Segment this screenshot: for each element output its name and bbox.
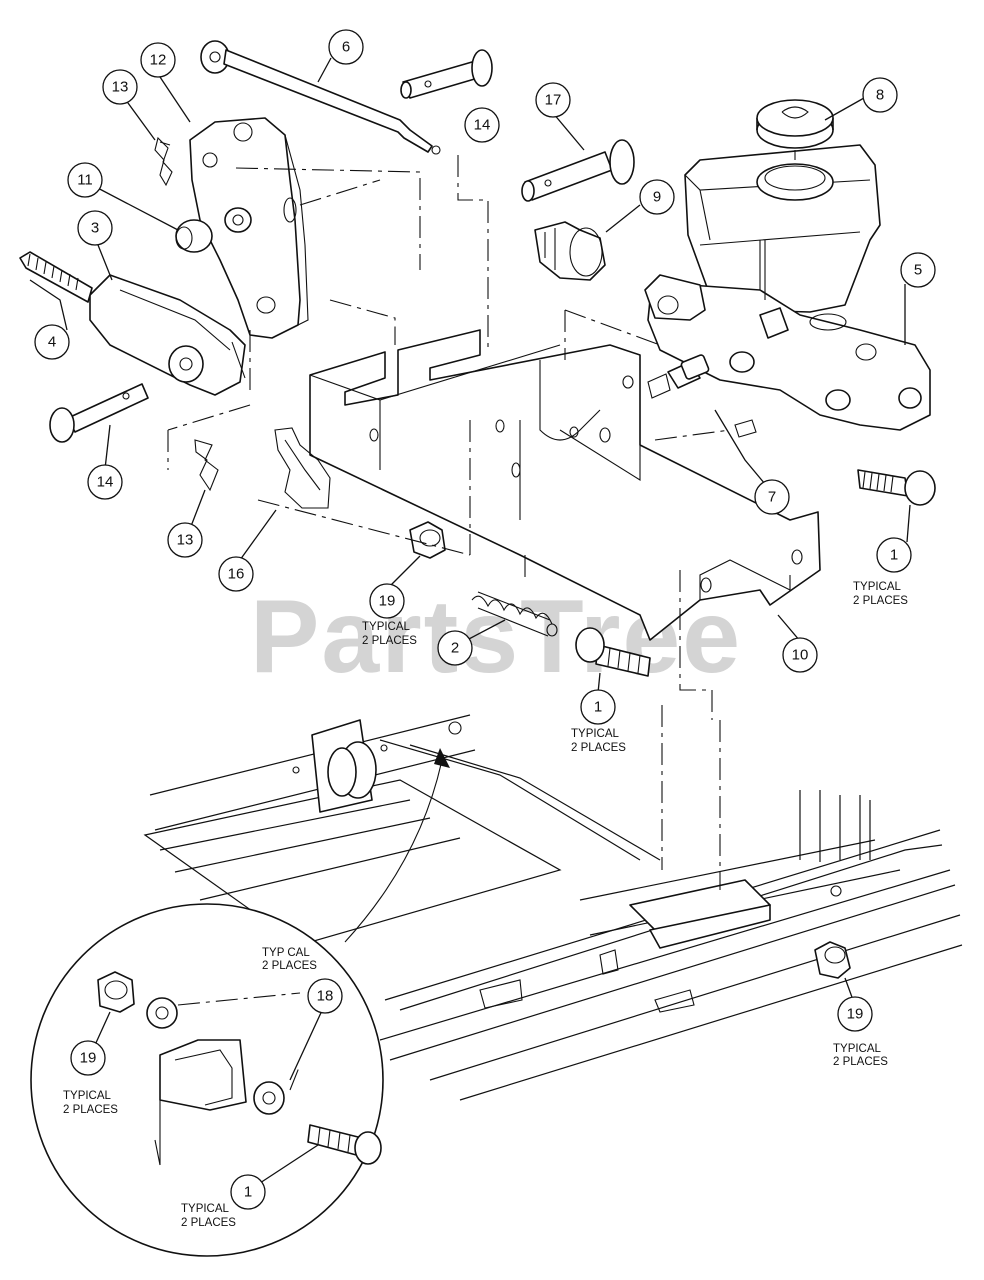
note-1-middle-line1: TYPICAL	[571, 728, 620, 740]
callout-10: 10	[782, 637, 818, 673]
callout-19-left: 19	[369, 583, 405, 619]
svg-text:18: 18	[317, 988, 334, 1005]
reservoir-cap	[756, 99, 834, 160]
cable-clevis	[19, 251, 246, 396]
svg-text:14: 14	[97, 474, 114, 491]
svg-text:19: 19	[847, 1006, 864, 1023]
svg-text:8: 8	[876, 87, 884, 104]
nut-19-left	[409, 521, 446, 559]
callout-14-top: 14	[464, 107, 500, 143]
svg-text:1: 1	[890, 547, 898, 564]
master-cylinder	[644, 144, 931, 431]
svg-text:11: 11	[77, 172, 93, 189]
svg-text:13: 13	[177, 532, 194, 549]
note-18-detail-line2: 2 PLACES	[262, 960, 317, 972]
note-19-detail-line2: 2 PLACES	[63, 1104, 118, 1116]
spring	[471, 591, 558, 637]
svg-text:1: 1	[244, 1184, 252, 1201]
svg-text:17: 17	[545, 92, 562, 109]
svg-text:16: 16	[228, 566, 245, 583]
bolt-1-right	[857, 469, 936, 506]
bushing	[175, 219, 213, 253]
callout-3: 3	[77, 210, 113, 246]
callout-11: 11	[67, 162, 103, 198]
note-18-detail-line1: TYP CAL	[262, 947, 310, 959]
svg-text:3: 3	[91, 220, 99, 237]
assembly-guide-lines	[159, 155, 731, 1009]
svg-text:7: 7	[768, 489, 776, 506]
note-19-left-line2: 2 PLACES	[362, 635, 417, 647]
svg-text:4: 4	[48, 334, 56, 351]
callout-2: 2	[437, 630, 473, 666]
bolt-1-middle	[575, 627, 651, 677]
note-1-right-line2: 2 PLACES	[853, 595, 908, 607]
svg-text:5: 5	[914, 262, 922, 279]
callout-14-bottom: 14	[87, 464, 123, 500]
callout-6: 6	[328, 29, 364, 65]
callout-4: 4	[34, 324, 70, 360]
callout-5: 5	[900, 252, 936, 288]
mounting-bracket	[309, 329, 821, 641]
callout-19-right: 19	[837, 996, 873, 1032]
svg-text:12: 12	[150, 52, 167, 69]
clevis-pin-14-top	[400, 49, 493, 99]
svg-text:10: 10	[792, 647, 809, 664]
callout-19-detail: 19	[70, 1040, 106, 1076]
svg-text:9: 9	[653, 189, 661, 206]
callout-13-top: 13	[102, 69, 138, 105]
svg-text:13: 13	[112, 79, 129, 96]
svg-text:19: 19	[379, 593, 396, 610]
detail-arrow	[344, 748, 450, 943]
callout-12: 12	[140, 42, 176, 78]
note-1-detail-line1: TYPICAL	[181, 1203, 230, 1215]
note-19-right-line1: TYPICAL	[833, 1043, 882, 1055]
callout-1-right: 1	[876, 537, 912, 573]
callout-18: 18	[307, 978, 343, 1014]
chassis-frame	[143, 714, 963, 1101]
callout-16: 16	[218, 556, 254, 592]
note-1-detail-line2: 2 PLACES	[181, 1217, 236, 1229]
note-1-middle-line2: 2 PLACES	[571, 742, 626, 754]
brake-light-switch	[647, 354, 757, 438]
callout-7: 7	[754, 479, 790, 515]
clevis-pin-14-bottom	[49, 383, 149, 443]
callout-1-middle: 1	[580, 689, 616, 725]
pushrod	[200, 40, 441, 155]
callout-8: 8	[862, 77, 898, 113]
detail-view-circle	[30, 903, 384, 1257]
clevis-pin-17	[521, 139, 635, 202]
note-19-right-line2: 2 PLACES	[833, 1056, 888, 1068]
note-19-left-line1: TYPICAL	[362, 621, 411, 633]
callout-17: 17	[535, 82, 571, 118]
callout-13-bottom: 13	[167, 522, 203, 558]
svg-text:6: 6	[342, 39, 350, 56]
note-19-detail-line1: TYPICAL	[63, 1090, 112, 1102]
callout-1-detail: 1	[230, 1174, 266, 1210]
callout-9: 9	[639, 179, 675, 215]
pedal-pivot-bracket	[292, 719, 388, 813]
pushrod-boot	[534, 221, 606, 281]
svg-text:1: 1	[594, 699, 602, 716]
svg-text:19: 19	[80, 1050, 97, 1067]
note-1-right-line1: TYPICAL	[853, 581, 902, 593]
svg-text:2: 2	[451, 640, 459, 657]
svg-text:14: 14	[474, 117, 491, 134]
hairpin-clips	[154, 136, 331, 509]
nut-19-right	[814, 941, 851, 979]
